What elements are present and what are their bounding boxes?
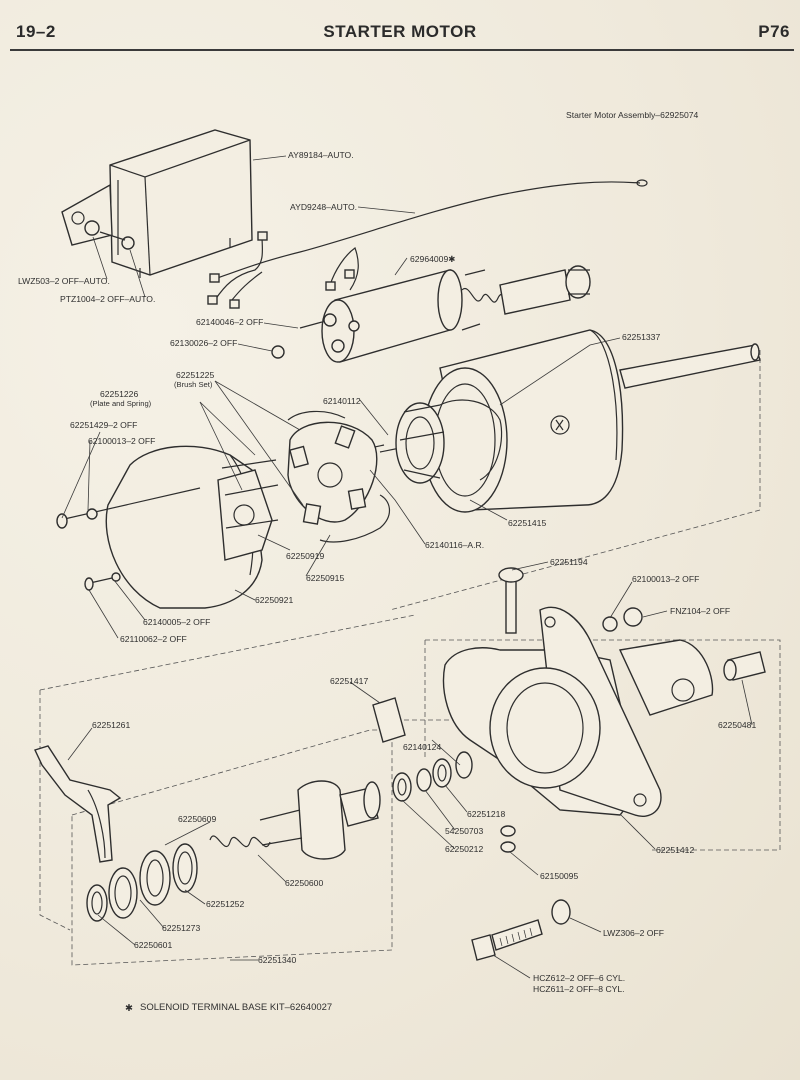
footnote-marker: ✱ [125, 1003, 133, 1014]
header-rule [10, 49, 794, 51]
solenoid [271, 265, 591, 363]
field-housing [422, 329, 761, 513]
page-code: P76 [758, 22, 790, 41]
brush-plate [287, 410, 390, 543]
callout-62251340: 62251340 [258, 955, 296, 965]
callout-62250481: 62250481 [718, 720, 756, 730]
callout-62251218: 62251218 [467, 809, 505, 819]
callout-62110062: 62110062–2 OFF [120, 634, 187, 644]
callout-62140116: 62140116–A.R. [425, 540, 484, 550]
callout-54250703: 54250703 [445, 826, 483, 836]
callout-ayd9248: AYD9248–AUTO. [290, 202, 357, 212]
footnote-text: SOLENOID TERMINAL BASE KIT–62640027 [140, 1002, 332, 1013]
leader-lines [61, 155, 753, 979]
callout-ay89184: AY89184–AUTO. [288, 150, 354, 160]
callout-plate-spring: (Plate and Spring) [90, 399, 152, 408]
callout-fnz104: FNZ104–2 OFF [670, 606, 730, 616]
callout-62251225: 62251225 [176, 370, 214, 380]
callout-62250601: 62250601 [134, 940, 172, 950]
callout-lwz503: LWZ503–2 OFF–AUTO. [18, 276, 110, 286]
callout-62140112: 62140112 [323, 396, 361, 406]
mounting-bolt [471, 919, 543, 961]
wiring [207, 179, 648, 309]
part-callouts: Starter Motor Assembly–62925074 AY89184–… [18, 110, 756, 994]
callout-62140005: 62140005–2 OFF [143, 617, 210, 627]
drive-bushing [372, 697, 406, 743]
callout-lwz306: LWZ306–2 OFF [603, 928, 664, 938]
callout-62251337: 62251337 [622, 332, 660, 342]
callout-62250915: 62250915 [306, 573, 344, 583]
assembly-label: Starter Motor Assembly–62925074 [566, 110, 699, 120]
control-box [61, 129, 253, 278]
washers [392, 751, 571, 925]
footnote: ✱ SOLENOID TERMINAL BASE KIT–62640027 [125, 1002, 332, 1014]
callout-62964009: 62964009✱ [410, 254, 455, 264]
callout-62251415: 62251415 [508, 518, 546, 528]
callout-brush-set: (Brush Set) [174, 380, 213, 389]
callout-62100013-a: 62100013–2 OFF [88, 436, 155, 446]
drive-end-housing [442, 567, 766, 817]
end-cover [56, 445, 279, 609]
drive-assembly [86, 780, 381, 922]
callout-62140124: 62140124 [403, 742, 441, 752]
callout-62140046: 62140046–2 OFF [196, 317, 263, 327]
callout-ptz1004: PTZ1004–2 OFF–AUTO. [60, 294, 155, 304]
callout-62250212: 62250212 [445, 844, 483, 854]
callout-62251252: 62251252 [206, 899, 244, 909]
callout-62150095: 62150095 [540, 871, 578, 881]
callout-62251412: 62251412 [656, 845, 694, 855]
callout-62130026: 62130026–2 OFF [170, 338, 237, 348]
callout-62250609: 62250609 [178, 814, 216, 824]
shift-lever [34, 745, 122, 863]
callout-62251417: 62251417 [330, 676, 368, 686]
callout-62250921: 62250921 [255, 595, 293, 605]
callout-hcz611: HCZ611–2 OFF–8 CYL. [533, 984, 625, 994]
callout-62100013-b: 62100013–2 OFF [632, 574, 699, 584]
callout-62250600: 62250600 [285, 878, 323, 888]
callout-62251429: 62251429–2 OFF [70, 420, 137, 430]
callout-62250919: 62250919 [286, 551, 324, 561]
callout-62251226: 62251226 [100, 389, 138, 399]
callout-hcz612: HCZ612–2 OFF–6 CYL. [533, 973, 625, 983]
callout-62251194: 62251194 [550, 557, 588, 567]
callout-62251273: 62251273 [162, 923, 200, 933]
page-section-number: 19–2 [16, 22, 56, 41]
page-title: STARTER MOTOR [323, 22, 477, 41]
callout-62251261: 62251261 [92, 720, 130, 730]
